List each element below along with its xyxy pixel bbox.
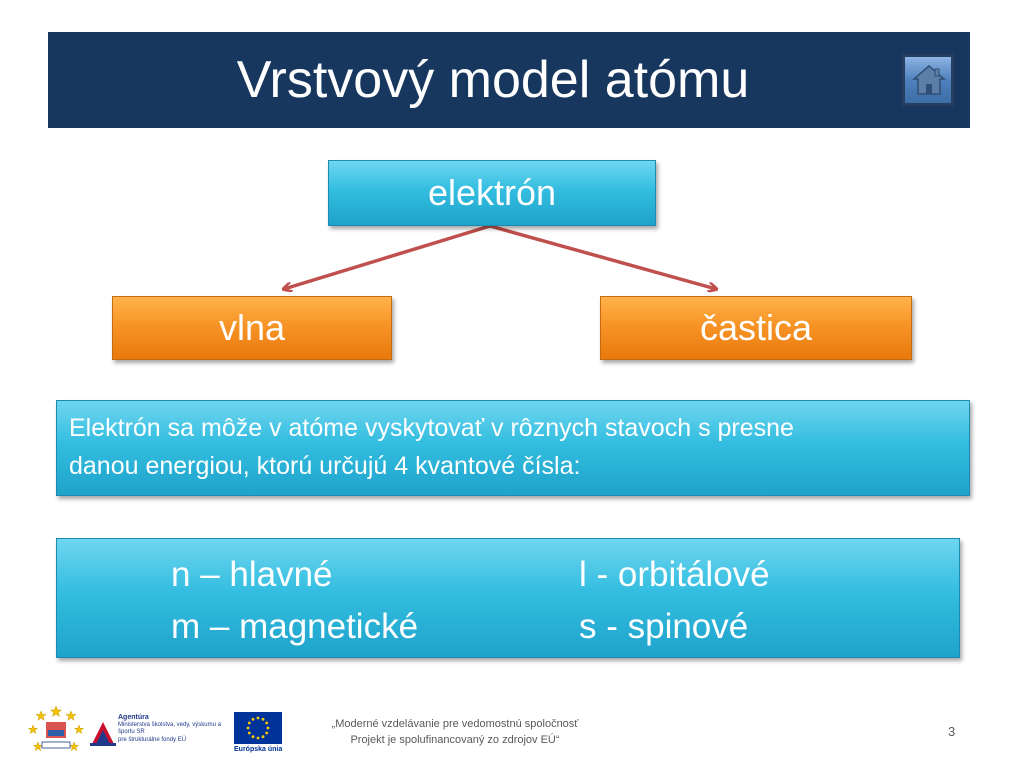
castica-label: častica (699, 307, 813, 348)
eu-flag-icon (234, 712, 282, 744)
eu-label: Európska únia (234, 746, 283, 753)
elektron-box: elektrón (328, 160, 656, 226)
elektron-label: elektrón (427, 172, 557, 213)
home-button[interactable] (902, 54, 954, 106)
home-icon (911, 65, 947, 95)
quantum-number-s: s - spinové (579, 607, 749, 646)
castica-box: častica (600, 296, 912, 360)
agency-book-icon (90, 722, 116, 746)
vlna-box: vlna (112, 296, 392, 360)
quantum-number-m: m – magnetické (171, 607, 419, 646)
footer-line-1: „Moderné vzdelávanie pre vedomostnú spol… (331, 718, 579, 730)
description-box: Elektrón sa môže v atóme vyskytovať v rô… (56, 400, 970, 496)
vlna-label: vlna (218, 307, 286, 348)
agency-name: Agentúra (118, 714, 149, 721)
description-line-1: Elektrón sa môže v atóme vyskytovať v rô… (69, 414, 794, 442)
footer-text: „Moderné vzdelávanie pre vedomostnú spol… (300, 716, 610, 748)
title-bar: Vrstvový model atómu (48, 32, 970, 128)
arrow-to-vlna (284, 224, 491, 289)
agency-logo: Agentúra Ministerstva školstva, vedy, vý… (90, 714, 230, 754)
slide-title: Vrstvový model atómu (236, 51, 750, 109)
quantum-numbers-box: n – hlavné m – magnetické l - orbitálové… (56, 538, 960, 658)
arrow-to-castica (489, 224, 716, 289)
agency-line-1: Ministerstva školstva, vedy, výskumu a š… (118, 721, 221, 736)
footer-line-2: Projekt je spolufinancovaný zo zdrojov E… (350, 734, 560, 746)
quantum-number-l: l - orbitálové (579, 555, 770, 594)
description-line-2: danou energiou, ktorú určujú 4 kvantové … (69, 452, 581, 480)
quantum-number-n: n – hlavné (171, 555, 333, 594)
page-number: 3 (948, 724, 956, 739)
agency-line-2: pre štrukturálne fondy EÚ (118, 736, 187, 743)
footer-logos: Agentúra Ministerstva školstva, vedy, vý… (28, 704, 298, 760)
program-logo-icon (28, 705, 84, 752)
eu-logo: Európska únia (234, 712, 284, 760)
